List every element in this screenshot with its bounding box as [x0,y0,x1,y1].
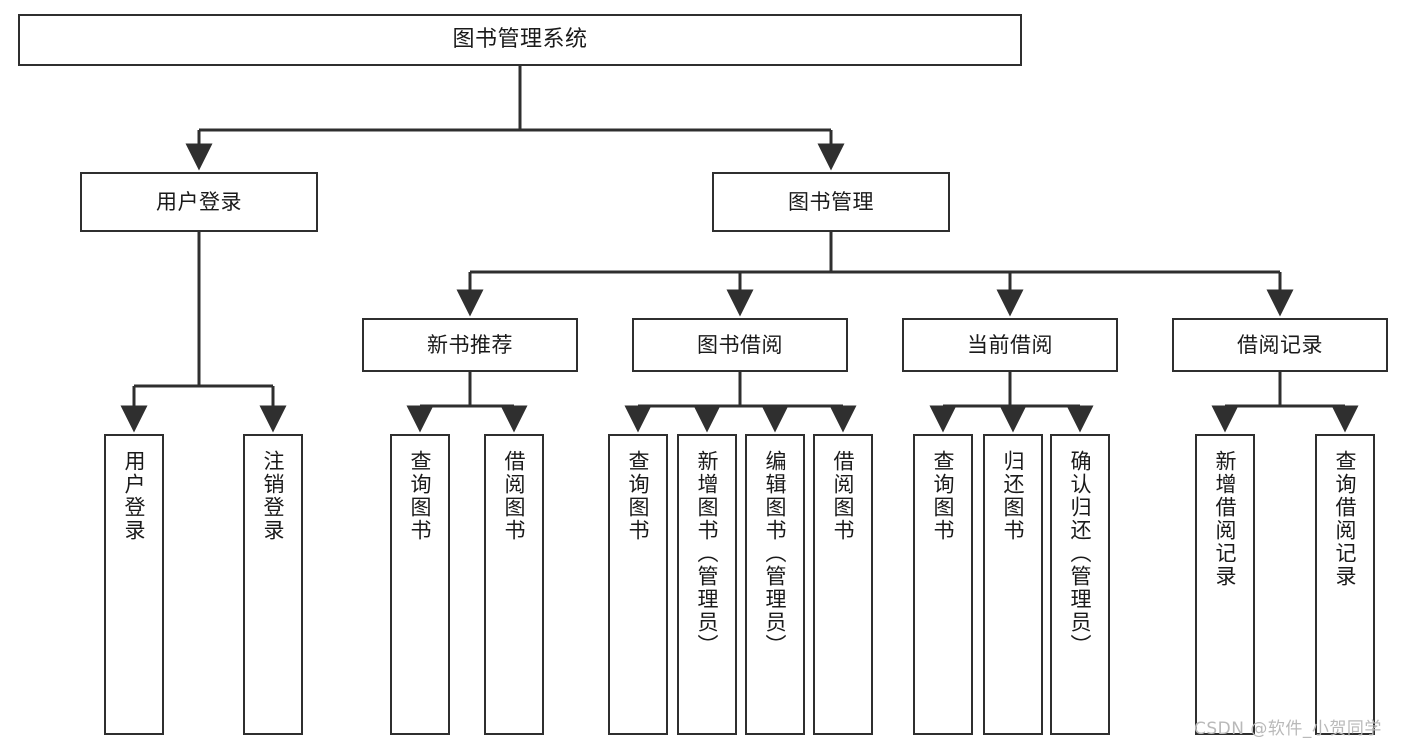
node-leaf-add-book-label: 新增图书（管理员） [695,450,720,657]
node-leaf-return-books-label: 归还图书 [1001,450,1026,542]
node-book-manage-label: 图书管理 [788,189,874,214]
node-new-book-recommend[interactable]: 新书推荐 [362,318,578,372]
node-leaf-query-books-1[interactable]: 查询图书 [390,434,450,735]
node-book-borrow[interactable]: 图书借阅 [632,318,848,372]
node-leaf-edit-book-label: 编辑图书（管理员） [763,450,788,657]
node-root[interactable]: 图书管理系统 [18,14,1022,66]
node-book-borrow-label: 图书借阅 [697,332,783,357]
node-leaf-add-book[interactable]: 新增图书（管理员） [677,434,737,735]
node-leaf-user-logout[interactable]: 注销登录 [243,434,303,735]
node-leaf-query-record[interactable]: 查询借阅记录 [1315,434,1375,735]
node-root-label: 图书管理系统 [452,26,588,52]
node-user-login-label: 用户登录 [156,189,242,214]
node-leaf-confirm-return[interactable]: 确认归还（管理员） [1050,434,1110,735]
node-leaf-user-login[interactable]: 用户登录 [104,434,164,735]
node-leaf-query-books-3[interactable]: 查询图书 [913,434,973,735]
node-current-borrow-label: 当前借阅 [967,332,1053,357]
node-leaf-add-record-label: 新增借阅记录 [1213,450,1238,588]
node-user-login[interactable]: 用户登录 [80,172,318,232]
node-leaf-query-books-2-label: 查询图书 [626,450,651,542]
node-leaf-query-books-3-label: 查询图书 [931,450,956,542]
node-leaf-query-books-2[interactable]: 查询图书 [608,434,668,735]
node-current-borrow[interactable]: 当前借阅 [902,318,1118,372]
node-leaf-add-record[interactable]: 新增借阅记录 [1195,434,1255,735]
node-leaf-borrow-books-2[interactable]: 借阅图书 [813,434,873,735]
node-borrow-record[interactable]: 借阅记录 [1172,318,1388,372]
node-borrow-record-label: 借阅记录 [1237,332,1323,357]
node-leaf-borrow-books-1-label: 借阅图书 [502,450,527,542]
node-leaf-user-logout-label: 注销登录 [261,450,286,542]
node-leaf-return-books[interactable]: 归还图书 [983,434,1043,735]
node-leaf-confirm-return-label: 确认归还（管理员） [1068,450,1093,657]
node-leaf-borrow-books-2-label: 借阅图书 [831,450,856,542]
watermark-text: CSDN @软件_小贺同学 [1194,719,1382,739]
node-book-manage[interactable]: 图书管理 [712,172,950,232]
node-new-book-recommend-label: 新书推荐 [427,332,513,357]
node-leaf-query-books-1-label: 查询图书 [408,450,433,542]
node-leaf-edit-book[interactable]: 编辑图书（管理员） [745,434,805,735]
node-leaf-query-record-label: 查询借阅记录 [1333,450,1358,588]
node-leaf-user-login-label: 用户登录 [122,450,147,542]
node-leaf-borrow-books-1[interactable]: 借阅图书 [484,434,544,735]
